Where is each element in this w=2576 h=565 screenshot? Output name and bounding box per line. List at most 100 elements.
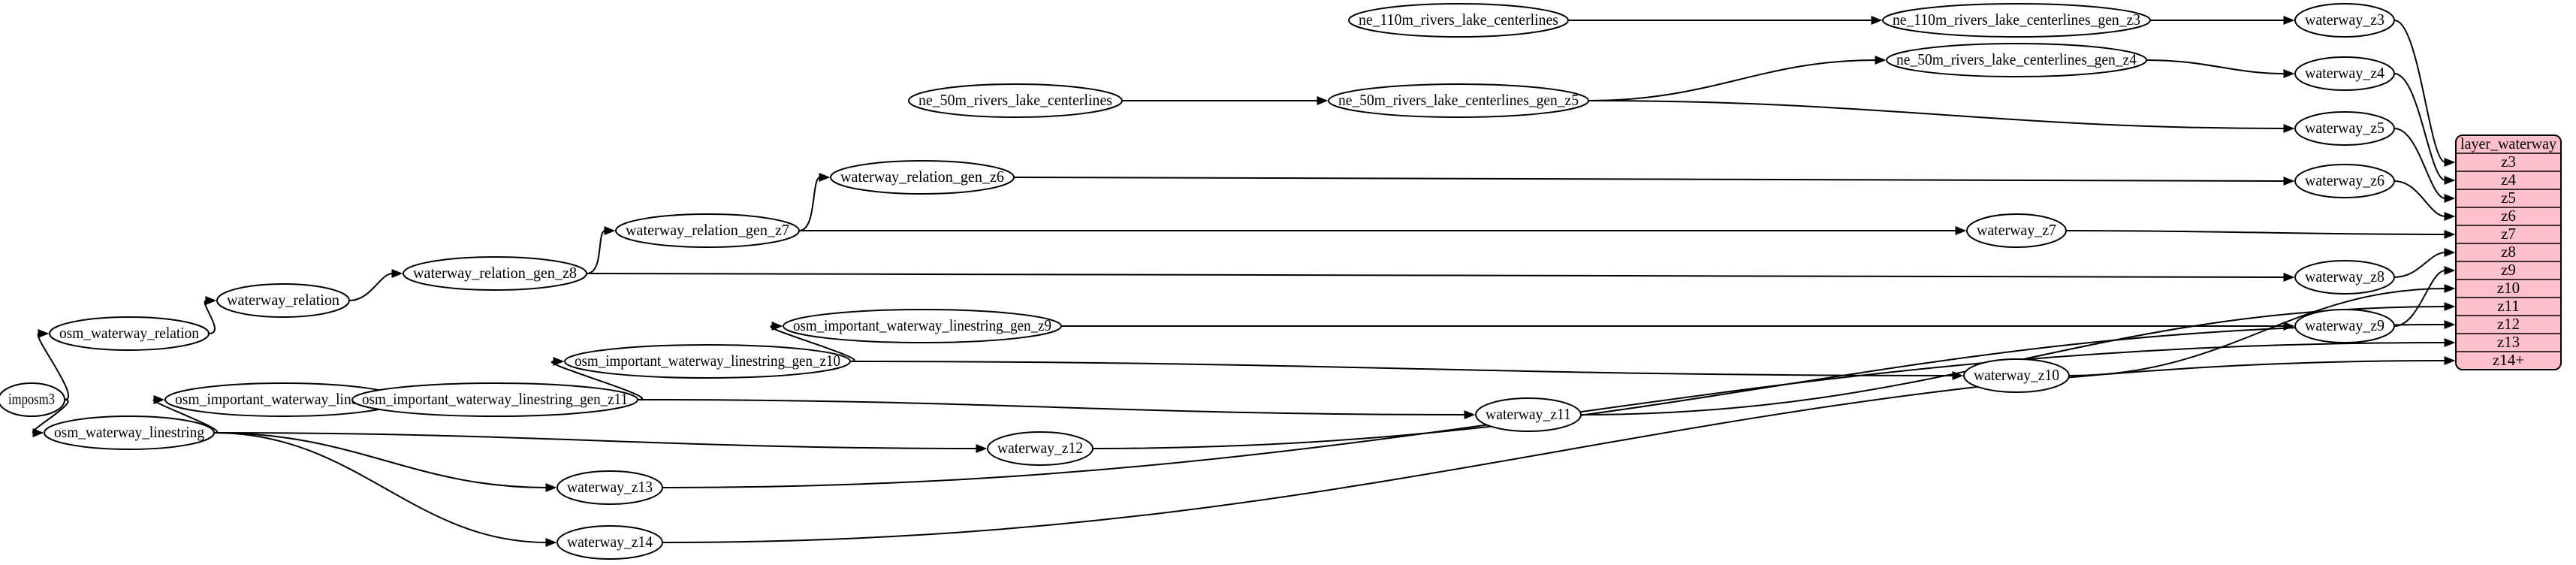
edge-arrowhead — [2444, 302, 2456, 311]
graph-edge — [213, 432, 557, 492]
node-shape[interactable] — [557, 525, 663, 560]
edge-line — [2394, 180, 2446, 217]
node-shape[interactable] — [44, 415, 215, 450]
edge-line — [1588, 100, 2285, 129]
node-shape[interactable] — [2294, 56, 2395, 91]
node-shape[interactable] — [0, 382, 65, 417]
edge-line — [550, 361, 644, 400]
node-shape[interactable] — [1966, 213, 2067, 248]
node-shape[interactable] — [2294, 164, 2395, 198]
graph-node-waterway_relation[interactable]: waterway_relation — [216, 283, 350, 318]
node-shape[interactable] — [615, 213, 800, 248]
graph-edge — [637, 399, 1476, 419]
record-node-layer: layer_waterwayz3z4z5z6z7z8z9z10z11z12z13… — [2455, 134, 2562, 370]
graph-node-ne_110m_rivers_lake_centerlines_gen_z3[interactable]: ne_110m_rivers_lake_centerlines_gen_z3 — [1882, 3, 2151, 38]
graph-node-waterway_z14[interactable]: waterway_z14 — [557, 525, 663, 560]
edge-arrowhead — [604, 226, 616, 235]
node-shape[interactable] — [1886, 43, 2147, 77]
edge-arrowhead — [2444, 284, 2456, 293]
graph-node-waterway_z6[interactable]: waterway_z6 — [2294, 164, 2395, 198]
graph-node-waterway_z12[interactable]: waterway_z12 — [987, 431, 1093, 466]
graph-edge — [2146, 59, 2295, 78]
graph-node-waterway_relation_gen_z7[interactable]: waterway_relation_gen_z7 — [615, 213, 800, 248]
edge-line — [348, 273, 394, 301]
node-shape[interactable] — [908, 83, 1123, 118]
graph-node-waterway_relation_gen_z8[interactable]: waterway_relation_gen_z8 — [403, 256, 587, 291]
node-shape[interactable] — [2294, 309, 2395, 343]
node-shape[interactable] — [2294, 3, 2395, 38]
edge-arrowhead — [2444, 176, 2456, 185]
record-node-layer-waterway[interactable]: layer_waterwayz3z4z5z6z7z8z9z10z11z12z13… — [2455, 134, 2562, 370]
edge-line — [213, 432, 978, 449]
graph-node-waterway_z11[interactable]: waterway_z11 — [1475, 397, 1582, 432]
edge-arrowhead — [2283, 273, 2295, 282]
graph-node-ne_110m_rivers_lake_centerlines[interactable]: ne_110m_rivers_lake_centerlines — [1348, 3, 1569, 38]
edge-arrowhead — [545, 538, 557, 547]
node-shape[interactable] — [1963, 358, 2070, 393]
graph-node-ne_50m_rivers_lake_centerlines[interactable]: ne_50m_rivers_lake_centerlines — [908, 83, 1123, 118]
graph-edge — [32, 399, 69, 437]
node-shape[interactable] — [557, 470, 663, 505]
graph-node-ne_50m_rivers_lake_centerlines_gen_z5[interactable]: ne_50m_rivers_lake_centerlines_gen_z5 — [1328, 83, 1589, 118]
graph-edge — [1588, 100, 2295, 133]
graph-node-waterway_z9[interactable]: waterway_z9 — [2294, 309, 2395, 343]
graph-edge — [1568, 16, 1883, 25]
node-shape[interactable] — [783, 309, 1062, 343]
graph-node-waterway_z10[interactable]: waterway_z10 — [1963, 358, 2070, 393]
edge-arrowhead — [2283, 124, 2295, 133]
edge-layer — [32, 16, 2456, 547]
edge-arrowhead — [2444, 320, 2456, 329]
node-shape[interactable] — [987, 431, 1093, 466]
edge-line — [2065, 230, 2446, 235]
graph-node-ne_50m_rivers_lake_centerlines_gen_z4[interactable]: ne_50m_rivers_lake_centerlines_gen_z4 — [1886, 43, 2147, 77]
node-shape[interactable] — [403, 256, 587, 291]
node-shape[interactable] — [830, 160, 1015, 195]
graph-node-osm_waterway_relation[interactable]: osm_waterway_relation — [49, 316, 210, 351]
edge-arrowhead — [2283, 177, 2295, 186]
graph-node-waterway_z7[interactable]: waterway_z7 — [1966, 213, 2067, 248]
graph-node-waterway_z3[interactable]: waterway_z3 — [2294, 3, 2395, 38]
node-shape[interactable] — [216, 283, 350, 318]
graph-node-osm_important_waterway_linestring_gen_z9[interactable]: osm_important_waterway_linestring_gen_z9 — [783, 309, 1062, 343]
edge-arrowhead — [2444, 212, 2456, 221]
graph-edge — [799, 226, 1967, 235]
graph-edge — [770, 322, 855, 362]
graph-node-waterway_relation_gen_z6[interactable]: waterway_relation_gen_z6 — [830, 160, 1015, 195]
node-shape[interactable] — [49, 316, 210, 351]
edge-arrowhead — [1317, 96, 1329, 105]
graph-edge — [2394, 248, 2456, 278]
graph-edge — [1122, 96, 1329, 105]
graph-node-waterway_z13[interactable]: waterway_z13 — [557, 470, 663, 505]
graph-node-waterway_z5[interactable]: waterway_z5 — [2294, 111, 2395, 146]
graph-edge — [204, 296, 217, 334]
graph-edge — [550, 357, 644, 400]
edge-arrowhead — [1871, 16, 1883, 25]
edge-arrowhead — [32, 428, 44, 437]
edge-line — [1588, 59, 1877, 101]
graph-node-osm_important_waterway_linestring_gen_z10[interactable]: osm_important_waterway_linestring_gen_z1… — [564, 344, 851, 379]
edge-line — [586, 230, 606, 274]
node-shape[interactable] — [564, 344, 851, 379]
node-shape[interactable] — [351, 382, 638, 417]
graph-edge — [1092, 320, 2456, 449]
node-shape[interactable] — [1475, 397, 1582, 432]
node-shape[interactable] — [1328, 83, 1589, 118]
graph-edge — [213, 432, 557, 547]
node-shape[interactable] — [1348, 3, 1569, 38]
node-shape[interactable] — [2294, 111, 2395, 146]
node-shape[interactable] — [2294, 260, 2395, 295]
edge-arrowhead — [553, 357, 565, 366]
graph-node-imposm3[interactable]: imposm3 — [0, 382, 65, 417]
graph-node-waterway_z4[interactable]: waterway_z4 — [2294, 56, 2395, 91]
node-shape[interactable] — [1882, 3, 2151, 38]
edge-line — [213, 432, 547, 488]
graph-node-osm_waterway_linestring[interactable]: osm_waterway_linestring — [44, 415, 215, 450]
edge-arrowhead — [545, 483, 557, 492]
graph-node-waterway_z8[interactable]: waterway_z8 — [2294, 260, 2395, 295]
graph-node-osm_important_waterway_linestring_gen_z11[interactable]: osm_important_waterway_linestring_gen_z1… — [351, 382, 638, 417]
graph-edge — [2394, 73, 2456, 185]
edge-line — [2394, 73, 2446, 181]
edge-arrowhead — [38, 329, 50, 338]
edge-arrowhead — [2444, 230, 2456, 239]
